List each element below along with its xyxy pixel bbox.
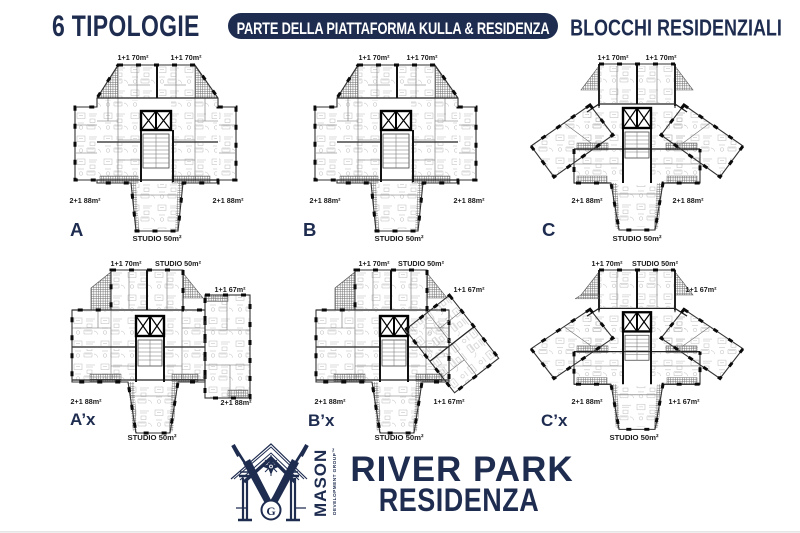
svg-text:STUDIO 50m²: STUDIO 50m² (398, 259, 445, 268)
svg-text:RESIDENZA: RESIDENZA (379, 483, 539, 519)
svg-text:1+1 70m²: 1+1 70m² (598, 53, 630, 62)
svg-text:1+1 70m²: 1+1 70m² (646, 53, 678, 62)
svg-text:2+1 88m²: 2+1 88m² (71, 397, 103, 406)
svg-text:STUDIO 50m²: STUDIO 50m² (612, 234, 662, 243)
svg-text:PARTE DELLA PIATTAFORMA KULLA: PARTE DELLA PIATTAFORMA KULLA & RESIDENZ… (237, 19, 550, 38)
svg-text:2+1 88m²: 2+1 88m² (70, 196, 102, 205)
svg-text:1+1 70m²: 1+1 70m² (118, 53, 150, 62)
svg-text:C’x: C’x (541, 411, 568, 430)
svg-text:1+1 67m²: 1+1 67m² (434, 397, 466, 406)
svg-text:2+1 88m²: 2+1 88m² (454, 196, 486, 205)
svg-text:1+1 70m²: 1+1 70m² (407, 53, 439, 62)
svg-text:A: A (70, 219, 83, 240)
svg-text:STUDIO 50m²: STUDIO 50m² (609, 433, 659, 442)
svg-text:STUDIO 50m²: STUDIO 50m² (632, 259, 679, 268)
svg-text:B: B (303, 219, 316, 240)
svg-text:BLOCCHI RESIDENZIALI: BLOCCHI RESIDENZIALI (570, 15, 782, 41)
svg-text:1+1 70m²: 1+1 70m² (171, 53, 203, 62)
svg-text:2+1 88m²: 2+1 88m² (673, 196, 705, 205)
svg-text:1+1 67m²: 1+1 67m² (669, 397, 701, 406)
svg-text:2+1 88m²: 2+1 88m² (315, 397, 347, 406)
svg-text:STUDIO 50m²: STUDIO 50m² (132, 234, 182, 243)
svg-text:STUDIO 50m²: STUDIO 50m² (155, 259, 202, 268)
svg-text:1+1 67m²: 1+1 67m² (215, 285, 247, 294)
svg-text:1+1 67m²: 1+1 67m² (454, 285, 486, 294)
svg-text:2+1 88m²: 2+1 88m² (572, 196, 604, 205)
svg-text:STUDIO 50m²: STUDIO 50m² (374, 234, 424, 243)
svg-text:1+1 70m²: 1+1 70m² (359, 259, 391, 268)
svg-text:1+1 70m²: 1+1 70m² (111, 259, 143, 268)
svg-text:STUDIO 50m²: STUDIO 50m² (127, 433, 177, 442)
svg-text:2+1 88m²: 2+1 88m² (310, 196, 342, 205)
svg-text:DEVELOPMENT GROUP™: DEVELOPMENT GROUP™ (332, 448, 338, 515)
svg-text:1+1 70m²: 1+1 70m² (359, 53, 391, 62)
svg-text:C: C (542, 219, 555, 240)
svg-text:2+1 88m²: 2+1 88m² (572, 397, 604, 406)
svg-text:RIVER PARK: RIVER PARK (350, 450, 573, 489)
svg-text:STUDIO 50m²: STUDIO 50m² (374, 433, 424, 442)
svg-text:2+1 88m²: 2+1 88m² (213, 196, 245, 205)
svg-text:G: G (266, 504, 275, 518)
svg-text:2+1 88m²: 2+1 88m² (221, 398, 253, 407)
svg-text:1+1 67m²: 1+1 67m² (686, 285, 718, 294)
svg-text:MASON: MASON (311, 449, 330, 517)
svg-text:A’x: A’x (70, 410, 96, 429)
svg-text:B’x: B’x (308, 411, 335, 430)
svg-text:6 TIPOLOGIE: 6 TIPOLOGIE (52, 9, 200, 42)
svg-text:1+1 70m²: 1+1 70m² (592, 259, 624, 268)
